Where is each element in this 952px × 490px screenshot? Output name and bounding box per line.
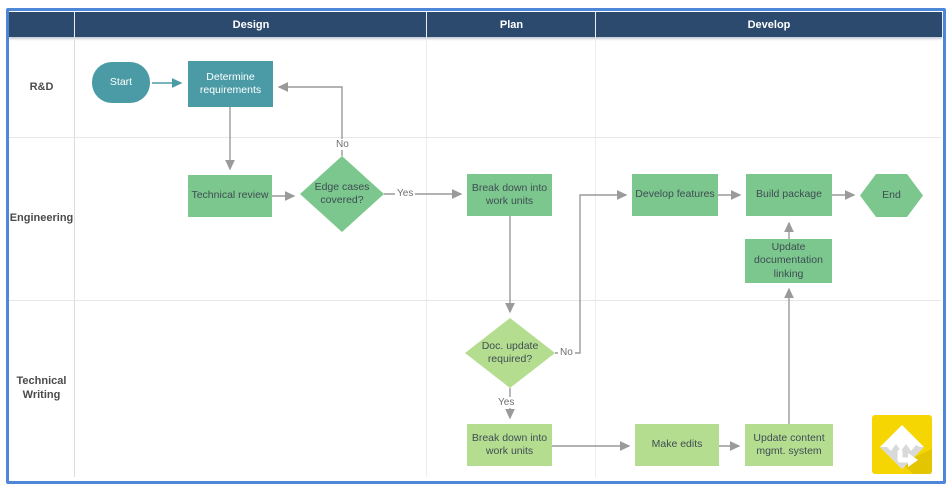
- lane-label-engineering: Engineering: [9, 212, 74, 224]
- diagram-border: [6, 8, 946, 484]
- lane-label-rnd: R&D: [29, 81, 54, 93]
- phase-header-design: Design: [74, 12, 427, 37]
- node-determine-requirements: Determine requirements: [188, 61, 273, 107]
- node-update-content-mgmt: Update content mgmt. system: [745, 424, 833, 466]
- column-divider: [74, 37, 75, 477]
- column-divider: [426, 37, 427, 477]
- phase-header-develop: Develop: [595, 12, 942, 37]
- phase-label: Plan: [499, 18, 524, 31]
- node-technical-review: Technical review: [188, 175, 272, 217]
- header-corner-cell: [9, 12, 74, 37]
- phase-label: Develop: [747, 18, 791, 31]
- node-break-down-work-units-eng: Break down into work units: [467, 174, 552, 216]
- node-make-edits: Make edits: [635, 424, 719, 466]
- node-doc-update-required: Doc. update required?: [481, 339, 539, 365]
- lane-divider: [9, 300, 941, 301]
- connector-doc-no-to-develop-features: [555, 190, 628, 354]
- edge-label-no: No: [334, 139, 351, 150]
- phase-label: Design: [232, 18, 270, 31]
- node-doc-update-required-shape: [465, 318, 555, 388]
- node-end: End: [882, 188, 901, 201]
- node-end-shape: [860, 174, 923, 217]
- edge-label-yes: Yes: [395, 188, 416, 199]
- column-divider: [595, 37, 596, 477]
- lane-divider: [9, 137, 941, 138]
- connector-edge-cases-no-loop: [277, 82, 343, 156]
- node-start: Start: [92, 62, 150, 103]
- node-update-documentation-linking: Update documentation linking: [745, 239, 832, 283]
- node-edge-cases-covered-shape: [300, 156, 384, 232]
- edge-label-yes: Yes: [496, 397, 517, 408]
- diagram-app-logo-icon[interactable]: [872, 415, 932, 474]
- node-develop-features: Develop features: [632, 174, 718, 216]
- phase-header-plan: Plan: [426, 12, 596, 37]
- node-break-down-work-units-tw: Break down into work units: [467, 424, 552, 466]
- node-edge-cases-covered: Edge cases covered?: [314, 180, 370, 206]
- node-build-package: Build package: [746, 174, 832, 216]
- edge-label-no: No: [558, 347, 575, 358]
- lane-label-technical-writing: Technical Writing: [16, 375, 67, 401]
